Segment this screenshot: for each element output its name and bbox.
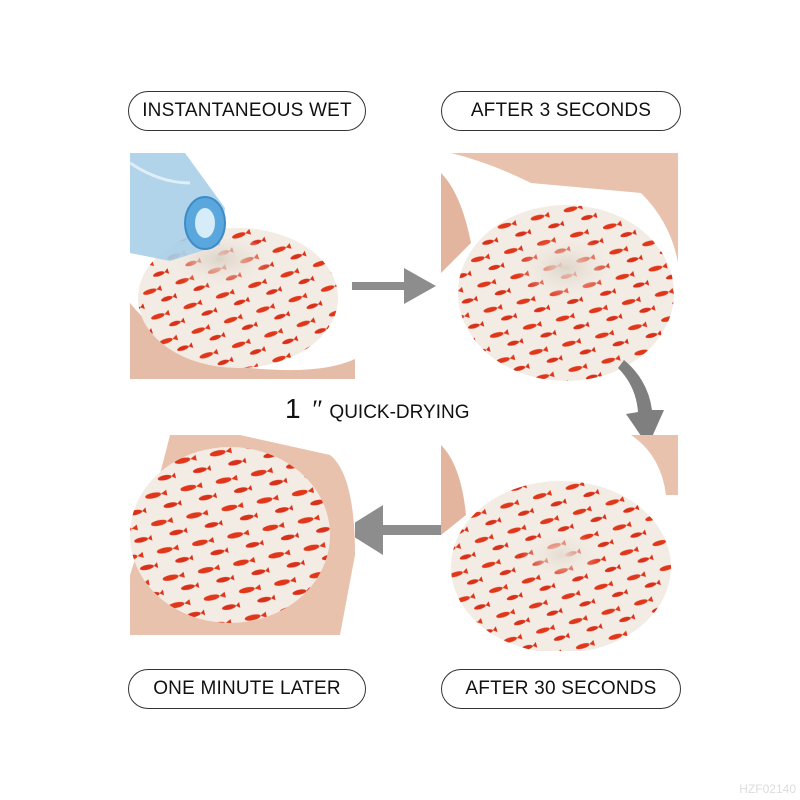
watermark-text: HZF02140 <box>739 782 796 796</box>
photo-one-minute-later <box>130 435 355 635</box>
hand-shape <box>441 435 678 495</box>
hand-shape <box>130 303 355 379</box>
arrow-down-icon <box>618 360 664 446</box>
photo-instantaneous-wet <box>130 153 355 379</box>
label-after-30-seconds: AFTER 30 SECONDS <box>441 669 681 709</box>
photo-after-3-seconds <box>441 153 678 385</box>
label-one-minute-later: ONE MINUTE LATER <box>128 669 366 709</box>
size-number: 1 <box>285 393 301 424</box>
photo-after-30-seconds <box>441 435 678 651</box>
label-after-3-seconds: AFTER 3 SECONDS <box>441 91 681 131</box>
quick-drying-label: 1 ″ QUICK-DRYING <box>285 393 469 425</box>
hand-shape <box>451 153 678 263</box>
arrow-right-icon <box>352 268 436 304</box>
label-instantaneous-wet: INSTANTANEOUS WET <box>128 91 366 131</box>
arrow-left-icon <box>343 505 443 555</box>
inch-mark: ″ <box>310 395 322 424</box>
quick-drying-text: QUICK-DRYING <box>329 402 470 423</box>
